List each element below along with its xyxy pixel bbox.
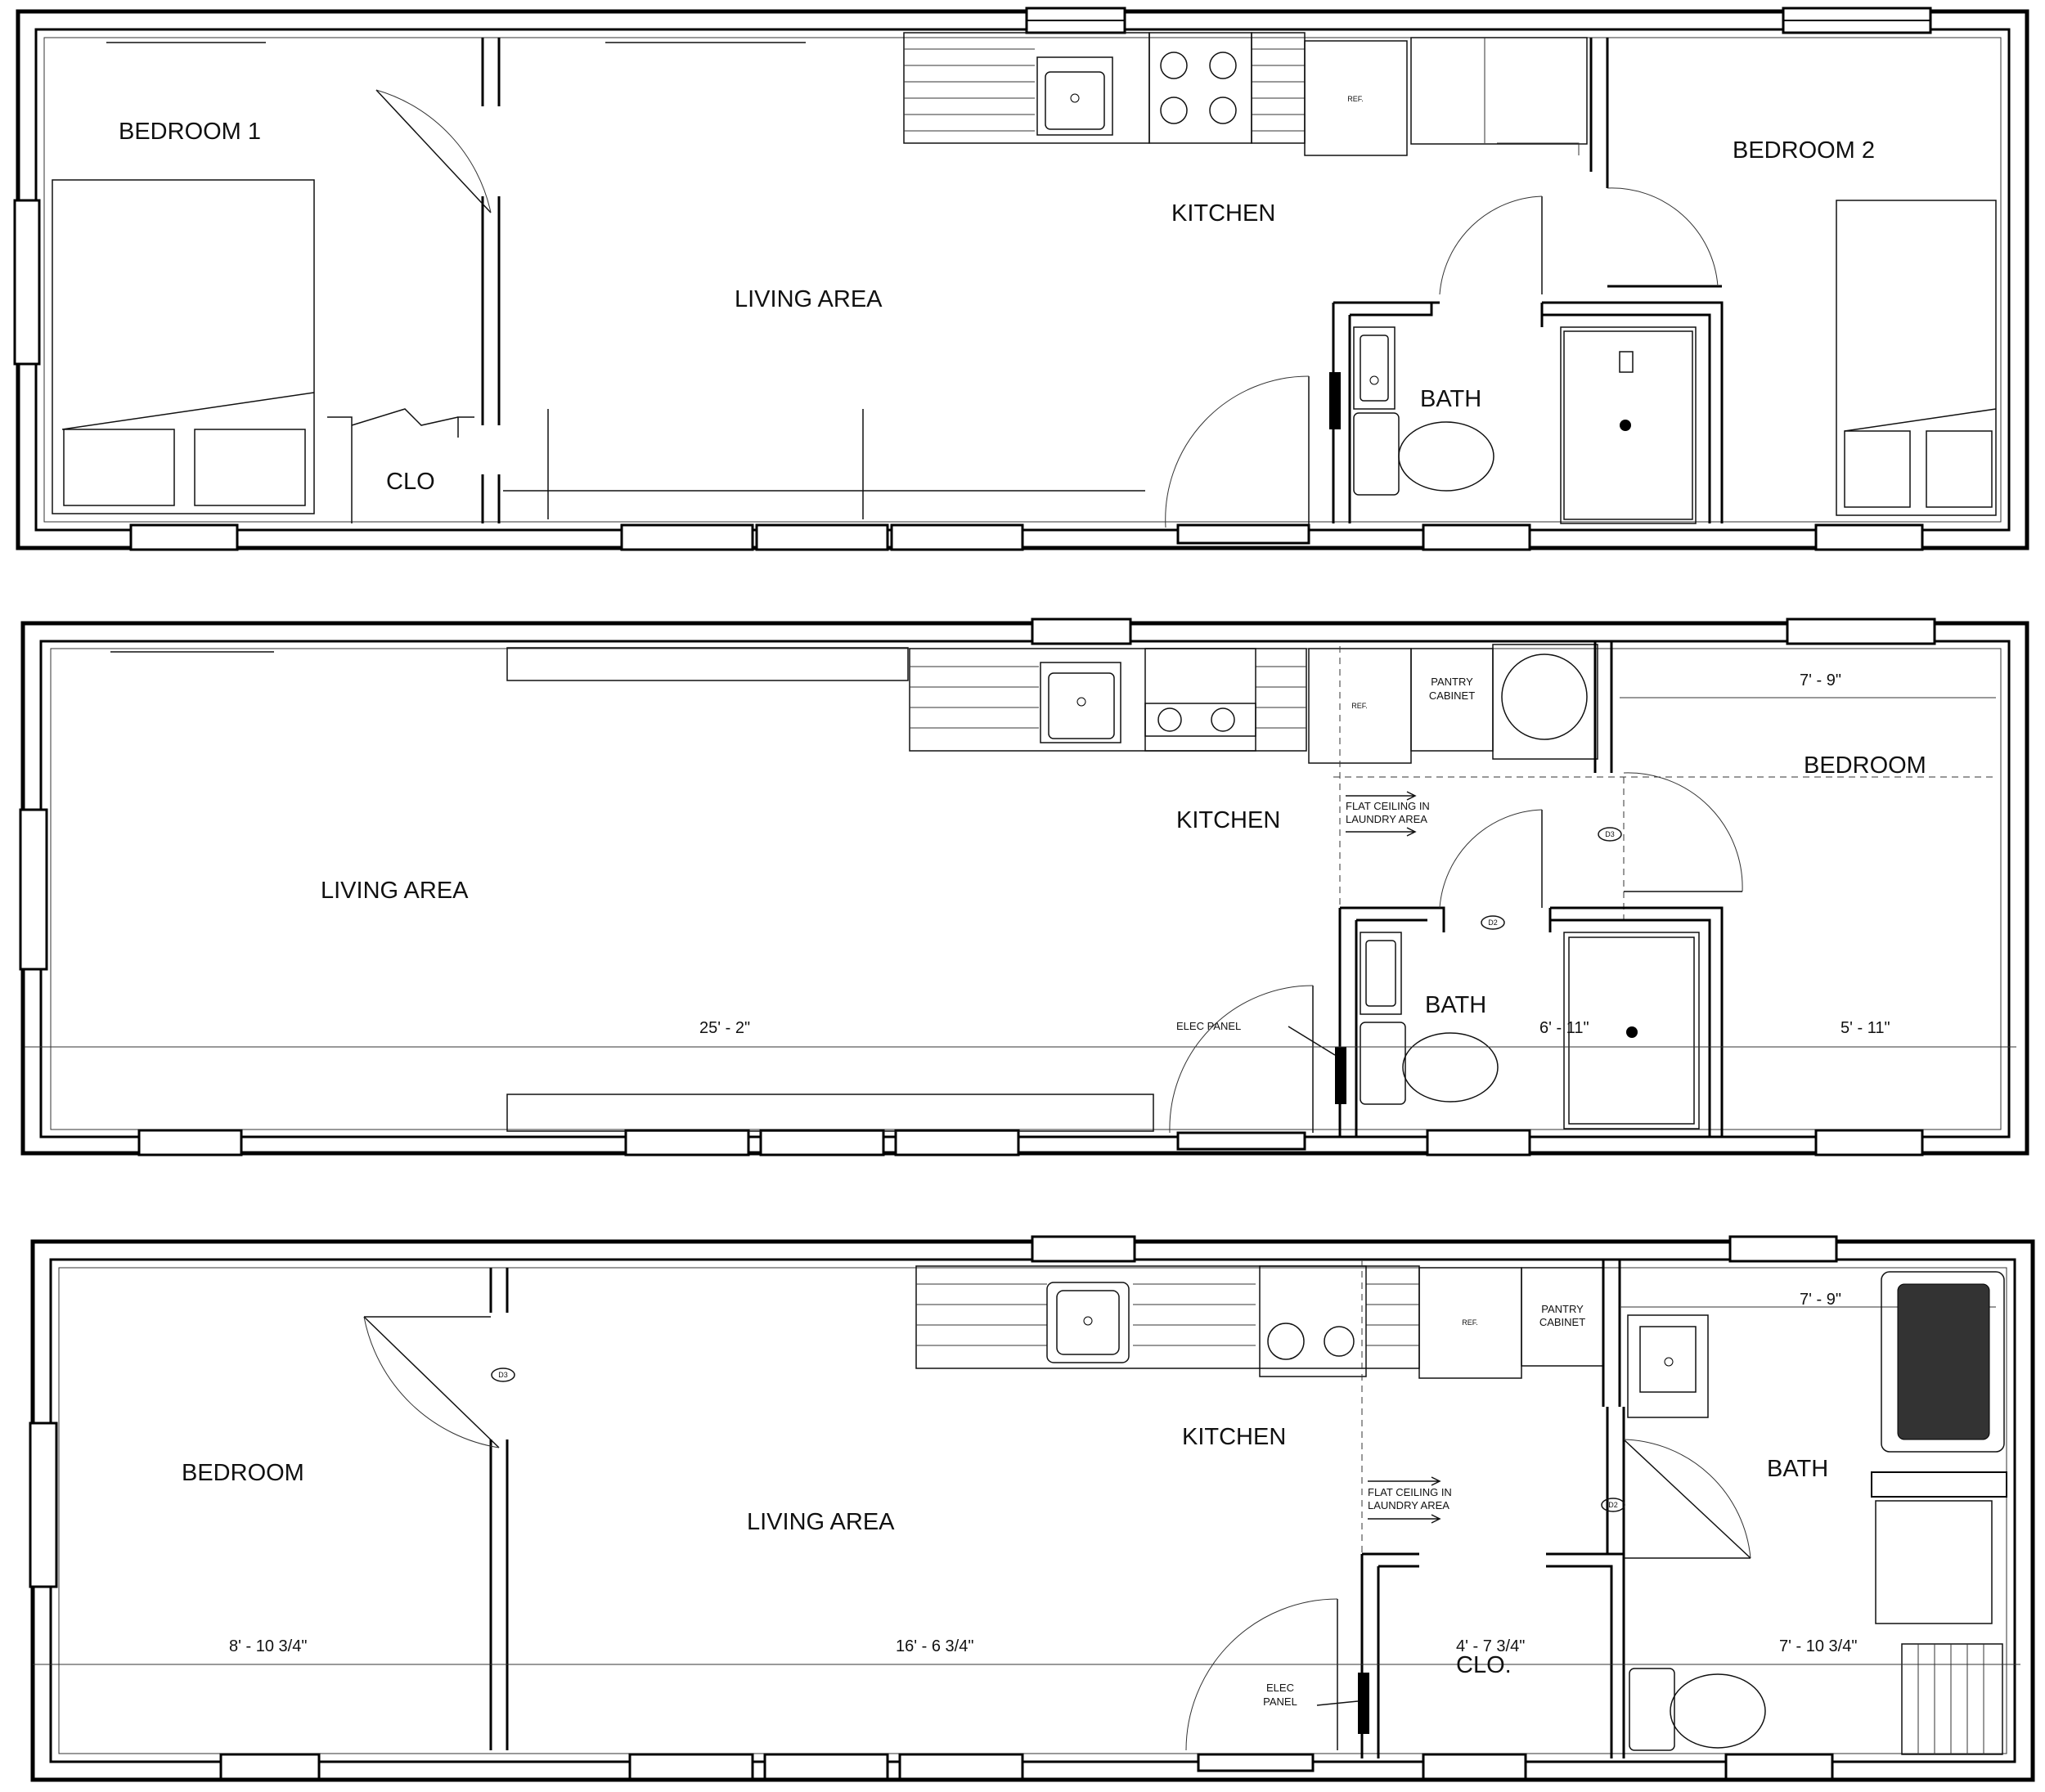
elec-panel-label-1: ELEC <box>1266 1682 1294 1694</box>
dimension-living: 25' - 2" <box>699 1019 750 1037</box>
dimension-living: 16' - 6 3/4" <box>896 1637 973 1655</box>
sink <box>1036 56 1113 136</box>
pantry-label-2: CABINET <box>1539 1316 1585 1328</box>
window <box>1782 7 1932 34</box>
kitchen-counter <box>909 648 1307 752</box>
exterior-wall <box>30 1239 2035 1782</box>
kitchen-counter <box>915 1265 1420 1369</box>
bath-sink <box>1627 1314 1709 1418</box>
refrigerator: REF. <box>1304 40 1408 156</box>
room-label-bedroom-2: BEDROOM 2 <box>1733 137 1875 164</box>
window <box>1025 7 1126 34</box>
refrigerator-label: REF. <box>1462 1318 1478 1327</box>
bed <box>52 179 315 514</box>
range <box>1144 648 1256 752</box>
stair <box>1901 1643 2003 1755</box>
door-tag-d2: D2 <box>1488 918 1498 927</box>
dimension-bath-width: 7' - 9" <box>1800 1291 1841 1309</box>
room-label-kitchen: KITCHEN <box>1171 200 1275 227</box>
elec-panel-label-2: PANEL <box>1263 1695 1297 1708</box>
room-label-bedroom-1: BEDROOM 1 <box>119 119 261 145</box>
room-label-kitchen: KITCHEN <box>1176 807 1280 833</box>
refrigerator: REF. <box>1418 1267 1522 1379</box>
room-label-bath: BATH <box>1420 386 1481 412</box>
pantry-label-1: PANTRY <box>1431 676 1473 688</box>
pantry-label-1: PANTRY <box>1541 1303 1584 1315</box>
elec-panel-label: ELEC PANEL <box>1176 1020 1241 1032</box>
pantry-cabinet: PANTRY CABINET <box>1410 648 1494 752</box>
note-flat-ceiling-2: LAUNDRY AREA <box>1346 813 1427 825</box>
door-tag-d2: D2 <box>1608 1501 1618 1509</box>
bed <box>1836 200 1997 516</box>
note-flat-ceiling-1: FLAT CEILING IN <box>1346 800 1430 812</box>
toilet <box>1353 412 1494 496</box>
shower <box>1871 1271 2007 1498</box>
bench <box>547 409 864 519</box>
shower <box>1563 932 1700 1130</box>
note-flat-ceiling-2: LAUNDRY AREA <box>1368 1499 1449 1511</box>
sink <box>1046 1282 1130 1363</box>
window <box>13 199 41 366</box>
window <box>129 523 1924 551</box>
bath-sink <box>1353 326 1396 410</box>
room-label-closet: CLO. <box>1456 1652 1512 1678</box>
window <box>1031 1235 1136 1263</box>
washer <box>1492 644 1598 760</box>
dimension-bedroom: 5' - 11" <box>1840 1019 1890 1037</box>
pantry-cabinet: PANTRY CABINET <box>1521 1267 1604 1367</box>
door <box>375 89 492 213</box>
pantry-label-2: CABINET <box>1429 689 1475 702</box>
dimension-bedroom-width: 7' - 9" <box>1800 671 1841 689</box>
room-label-kitchen: KITCHEN <box>1182 1424 1286 1450</box>
toilet <box>1360 1022 1499 1105</box>
note-flat-ceiling-1: FLAT CEILING IN <box>1368 1486 1452 1498</box>
room-label-living-area: LIVING AREA <box>735 286 883 312</box>
window <box>1031 618 1132 645</box>
range <box>1259 1265 1367 1377</box>
plan-3: REF. PANTRY CABINET FLAT CEILING IN LAUN… <box>29 1235 2035 1782</box>
door-tag-d3: D3 <box>1605 830 1615 838</box>
toilet <box>1629 1668 1766 1751</box>
shower <box>1560 326 1697 524</box>
window <box>1728 1235 1838 1263</box>
plan-2: REF. PANTRY CABINET FLAT CEILING IN LAUN… <box>19 618 2029 1156</box>
window <box>1786 618 1936 645</box>
range <box>1148 32 1252 144</box>
interior-wall-line <box>34 28 2011 532</box>
dimension-bath: 6' - 11" <box>1539 1019 1589 1037</box>
room-label-bath: BATH <box>1425 992 1486 1018</box>
room-label-closet: CLO <box>386 469 435 495</box>
plan-1: REF. <box>13 7 2029 551</box>
dimension-bedroom: 8' - 10 3/4" <box>229 1637 307 1655</box>
refrigerator-label: REF. <box>1347 95 1364 103</box>
door-tag-d3: D3 <box>498 1371 508 1379</box>
room-label-bath: BATH <box>1767 1456 1828 1482</box>
refrigerator-label: REF. <box>1351 702 1368 710</box>
sink <box>1040 662 1121 743</box>
room-label-living-area: LIVING AREA <box>321 878 469 904</box>
room-label-bedroom: BEDROOM <box>182 1460 304 1486</box>
dimension-bath: 7' - 10 3/4" <box>1779 1637 1857 1655</box>
bath-sink <box>1360 932 1402 1015</box>
room-label-bedroom: BEDROOM <box>1804 752 1926 779</box>
exterior-wall <box>16 9 2029 550</box>
refrigerator: REF. <box>1308 648 1412 764</box>
room-label-living-area: LIVING AREA <box>747 1509 895 1535</box>
dimension-closet: 4' - 7 3/4" <box>1456 1637 1525 1655</box>
